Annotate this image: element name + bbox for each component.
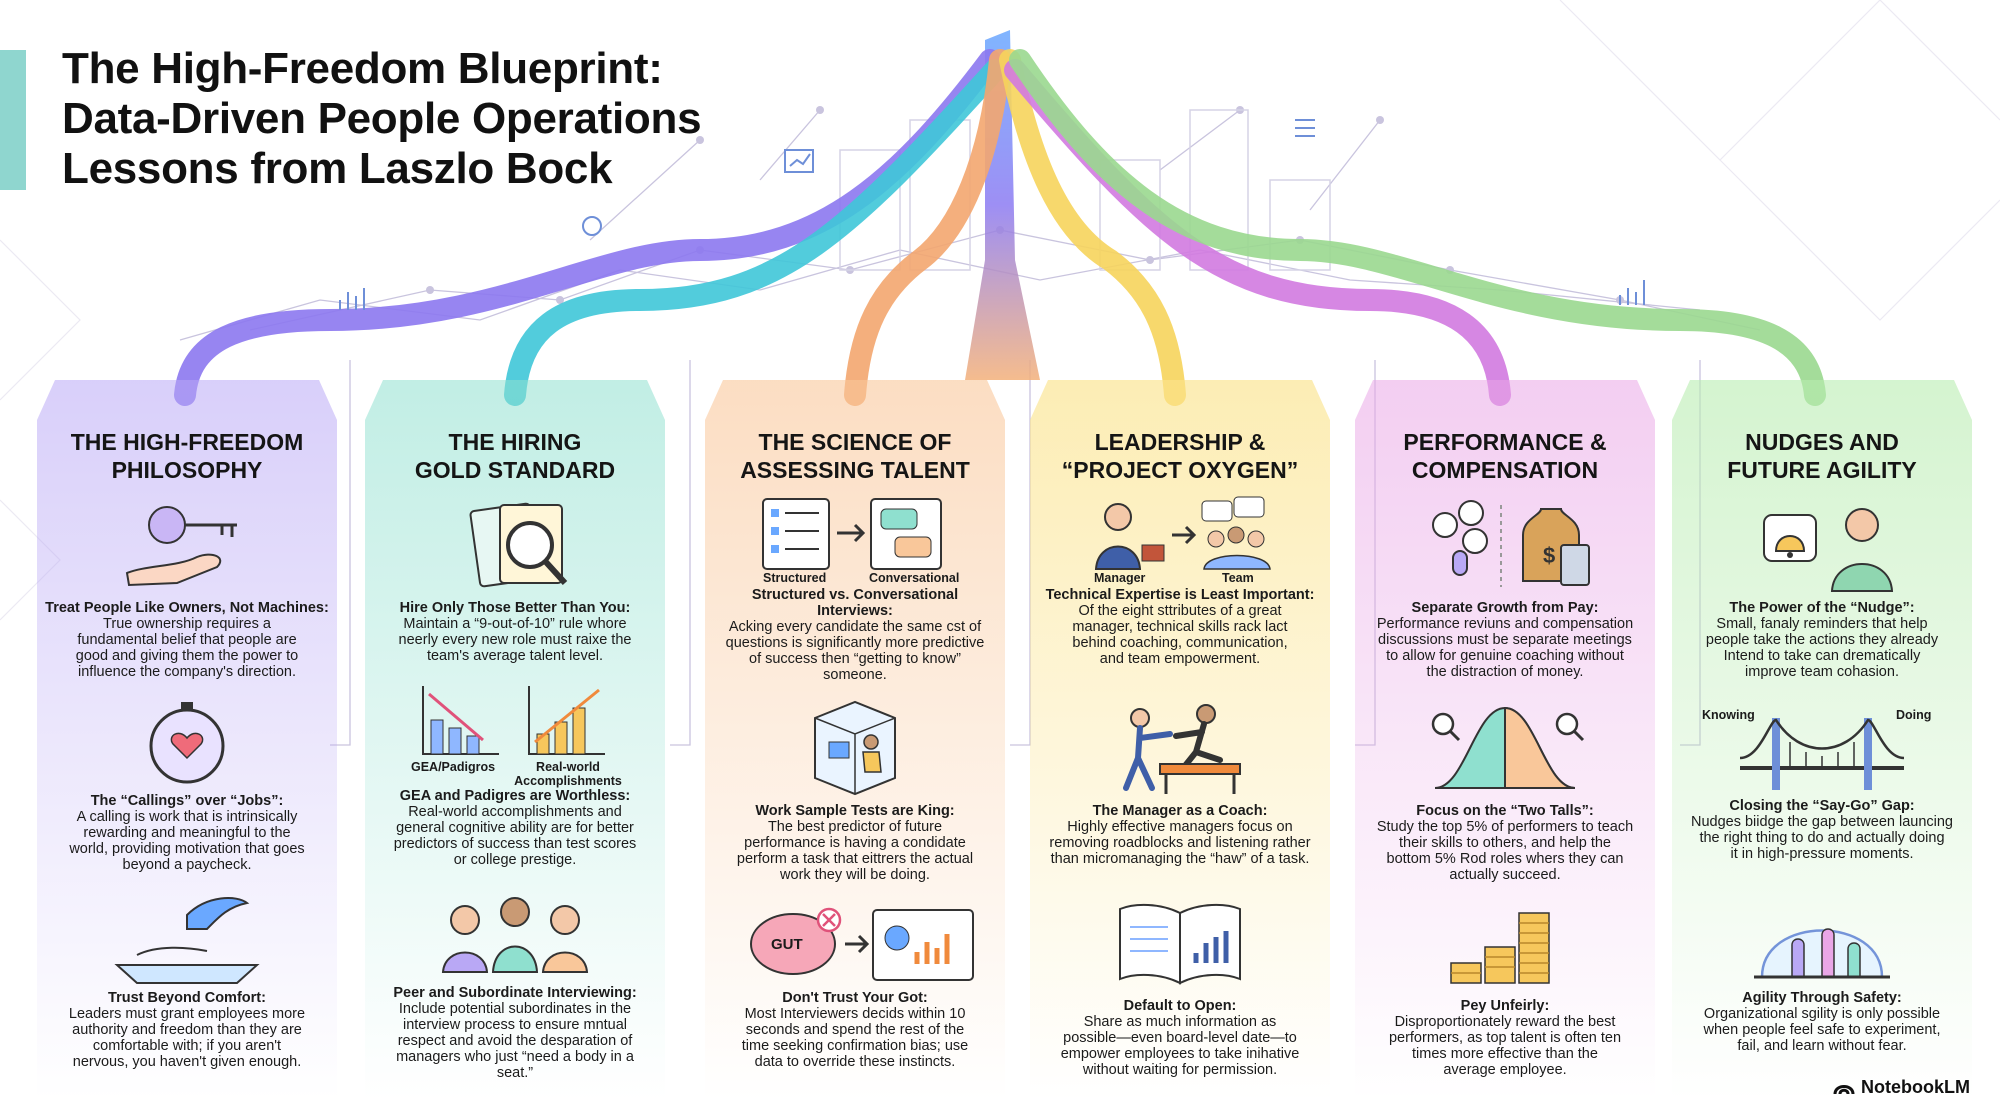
real-world-label: Real-world	[536, 760, 600, 774]
page-title: The High-Freedom Blueprint: Data-Driven …	[62, 44, 702, 194]
team-label: Team	[1222, 571, 1254, 585]
structured-label: Structured	[763, 571, 827, 585]
item-title: Default to Open:	[1123, 998, 1237, 1014]
bell-curve-icon	[1431, 706, 1585, 789]
item-trust-beyond-comfort: Trust Beyond Comfort: Leaders must grant…	[45, 885, 329, 1070]
item-power-of-nudge: The Power of the “Nudge”: Small, fanaly …	[1680, 495, 1964, 680]
item-separate-growth-from-pay: $ Separate Growth from Pay: Performance …	[1363, 495, 1647, 680]
conversational-label: Conversational	[869, 571, 960, 585]
title-line-2: Data-Driven People Operations	[62, 94, 702, 143]
item-gea-padigres-worthless: GEA/Padigros Real-world Accomplishments …	[373, 680, 657, 868]
knowing-label: Knowing	[1702, 708, 1755, 722]
column-heading: NUDGES AND FUTURE AGILITY	[1727, 429, 1917, 483]
key-hand-icon	[125, 506, 237, 587]
gut-dashboard-icon: GUT	[713, 898, 997, 990]
item-title: GEA and Padigres are Worthless:	[399, 788, 631, 804]
column-heading: THE SCIENCE OF ASSESSING TALENT	[740, 429, 970, 483]
doing-label: Doing	[1896, 708, 1932, 722]
manager-team-icon: Manager Team	[1038, 495, 1322, 587]
item-default-to-open: Default to Open: Share as much informati…	[1038, 893, 1322, 1078]
flow-pipes	[174, 49, 1826, 406]
column-heading: THE HIGH-FREEDOM PHILOSOPHY	[70, 429, 304, 483]
column-leadership-project-oxygen: LEADERSHIP & “PROJECT OXYGEN” Manager Te…	[1030, 380, 1330, 1100]
resume-magnifier-icon	[469, 502, 568, 588]
item-title: Don't Trust Your Got:	[782, 990, 928, 1006]
svg-text:$: $	[1543, 543, 1555, 568]
item-dont-trust-your-gut: GUT Don't Trust Your Got: Most Interview…	[713, 898, 997, 1070]
item-title: Closing the “Say-Go” Gap:	[1729, 798, 1915, 814]
item-title: The “Callings” over “Jobs”:	[90, 793, 284, 809]
column-performance-compensation: PERFORMANCE & COMPENSATION $ Separate Gr…	[1355, 380, 1655, 1100]
item-title: Hire Only Those Better Than You:	[399, 600, 631, 616]
item-closing-say-go-gap: Knowing Doing Closing the “Say-Go” Gap: …	[1680, 698, 1964, 862]
item-manager-as-coach: The Manager as a Coach: Highly effective…	[1038, 698, 1322, 867]
item-title: Agility Through Safety:	[1742, 990, 1902, 1006]
item-title: Work Sample Tests are King:	[755, 803, 955, 819]
item-treat-people-like-owners: Treat People Like Owners, Not Machines: …	[45, 495, 329, 680]
coin-stacks-icon	[1450, 912, 1550, 984]
bird-hand-icon	[114, 897, 260, 984]
bridge-icon: Knowing Doing	[1680, 698, 1964, 798]
manager-label: Manager	[1094, 571, 1146, 585]
item-title: Peer and Subordinate Interviewing:	[393, 985, 637, 1001]
item-hire-better-than-you: Hire Only Those Better Than You: Maintai…	[373, 495, 657, 664]
column-nudges-future-agility: NUDGES AND FUTURE AGILITY The Power of t…	[1672, 380, 1972, 1100]
item-title: The Power of the “Nudge”:	[1729, 600, 1915, 616]
title-accent-bar	[0, 50, 26, 190]
notebooklm-logo-icon	[1833, 1084, 1855, 1094]
dome-sprout-icon	[1754, 928, 1890, 979]
title-line-3: Lessons from Laszlo Bock	[62, 144, 613, 193]
column-high-freedom-philosophy: THE HIGH-FREEDOM PHILOSOPHY Treat People…	[37, 380, 337, 1100]
coach-hurdle-icon	[1123, 704, 1241, 794]
mini-chart-icons	[339, 119, 1645, 310]
brand-label: NotebookLM	[1861, 1077, 1970, 1097]
bar-charts-icon: GEA/Padigros Real-world Accomplishments	[373, 680, 657, 788]
item-title: The Manager as a Coach:	[1092, 803, 1268, 819]
item-structured-vs-conversational: Structured Conversational Structured vs.…	[713, 495, 997, 683]
column-science-assessing-talent: THE SCIENCE OF ASSESSING TALENT Structur…	[705, 380, 1005, 1100]
central-tower	[965, 30, 1040, 380]
checklist-chat-icon: Structured Conversational	[713, 495, 997, 587]
column-background	[365, 380, 665, 1100]
item-callings-over-jobs: The “Callings” over “Jobs”: A calling is…	[45, 698, 329, 873]
item-title: Trust Beyond Comfort:	[108, 990, 266, 1006]
item-title: Focus on the “Two Talls”:	[1416, 803, 1594, 819]
growth-money-icon: $	[1432, 500, 1590, 587]
compass-heart-icon	[149, 702, 225, 784]
item-focus-on-two-tails: Focus on the “Two Talls”: Study the top …	[1363, 698, 1647, 883]
column-background	[1672, 380, 1972, 1100]
item-peer-subordinate-interviewing: Peer and Subordinate Interviewing: Inclu…	[373, 880, 657, 1081]
item-title: Structured vs. Conversational Interviews…	[751, 587, 959, 619]
column-hiring-gold-standard: THE HIRING GOLD STANDARD Hire Only Those…	[365, 380, 665, 1100]
group-people-icon	[441, 897, 589, 973]
work-cube-icon	[814, 700, 896, 796]
item-technical-expertise-least: Manager Team Technical Expertise is Leas…	[1038, 495, 1322, 667]
item-work-sample-tests: Work Sample Tests are King: The best pre…	[713, 698, 997, 883]
item-title: Technical Expertise is Least Important:	[1045, 587, 1315, 603]
title-line-1: The High-Freedom Blueprint:	[62, 44, 663, 93]
item-pay-unfairly: Pey Unfeirly: Disproportionately reward …	[1363, 893, 1647, 1078]
open-book-icon	[1119, 903, 1241, 985]
column-heading: PERFORMANCE & COMPENSATION	[1403, 429, 1607, 483]
gut-label: GUT	[771, 936, 803, 953]
item-agility-through-safety: Agility Through Safety: Organizational s…	[1680, 885, 1964, 1054]
item-title: Pey Unfeirly:	[1460, 998, 1550, 1014]
notebooklm-brand: NotebookLM	[1833, 1077, 1970, 1098]
column-heading: LEADERSHIP & “PROJECT OXYGEN”	[1061, 429, 1299, 483]
item-title: Treat People Like Owners, Not Machines:	[45, 600, 329, 616]
accomplishments-label: Accomplishments	[514, 774, 622, 788]
column-heading: THE HIRING GOLD STANDARD	[414, 429, 616, 483]
gea-label: GEA/Padigros	[411, 760, 496, 774]
item-title: Separate Growth from Pay:	[1411, 600, 1599, 616]
nudge-bell-icon	[1763, 508, 1894, 592]
